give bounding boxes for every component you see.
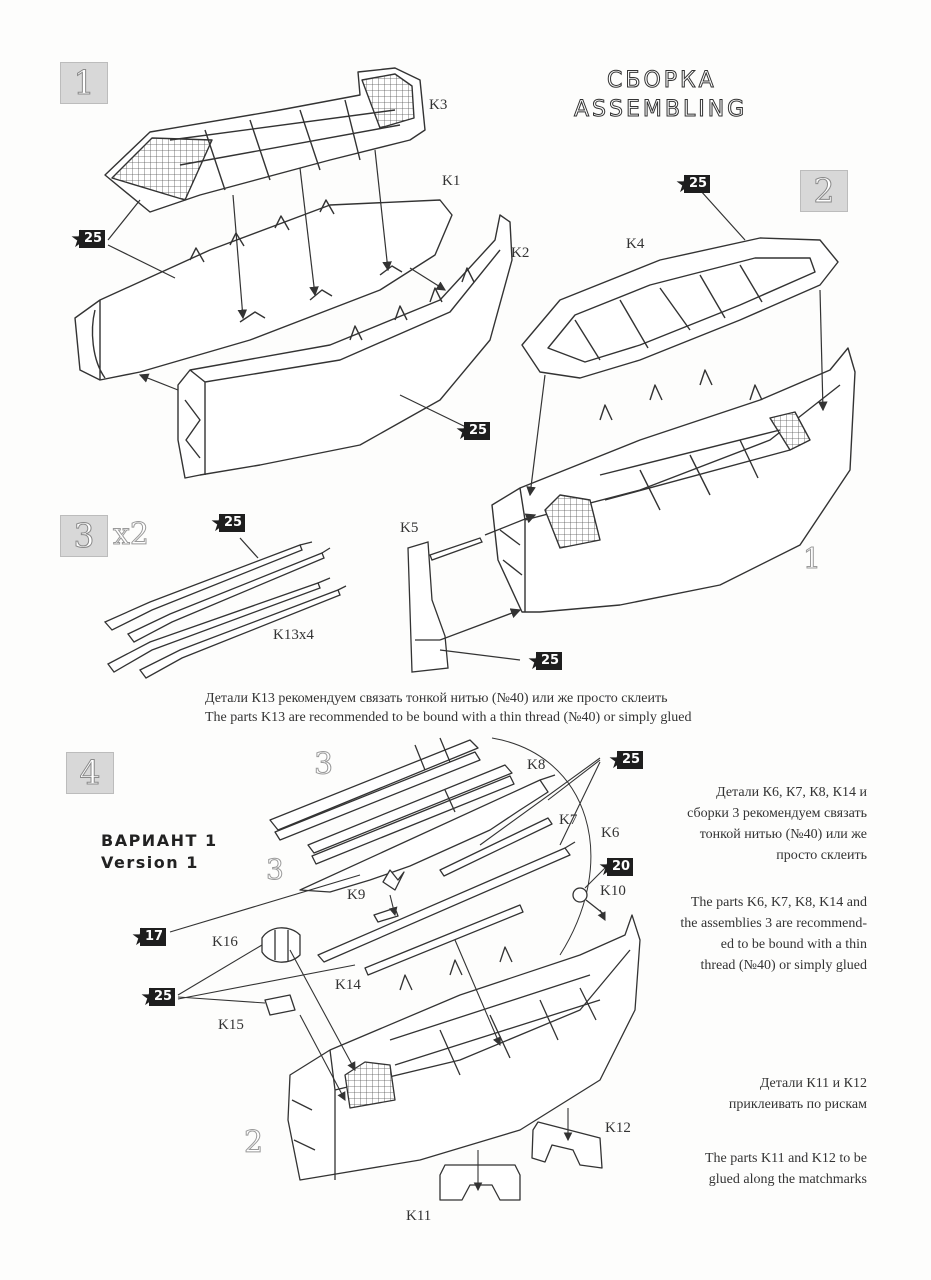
step4-drawing [169,737,641,1201]
paint-code-star: ★25 [455,419,491,443]
part-label-k2: K2 [511,245,530,261]
part-label-k1: K1 [442,173,461,189]
variant-ru: ВАРИАНТ 1 [101,831,218,850]
part-k5-rudder [407,513,537,673]
step-number-3: 3 [60,515,108,557]
assembly-connector-arc [491,737,592,956]
part-label-k15: K15 [218,1017,244,1033]
paint-code-star: ★20 [598,855,634,879]
part-label-k10: K10 [600,883,626,899]
note-k11-ru: Детали К11 и К12 приклеивать по рискам [728,1076,867,1112]
part-label-k7: K7 [559,812,578,828]
variant-en: Version 1 [101,853,199,872]
paint-code-star: ★25 [608,748,644,772]
title-ru: СБОРКА [607,68,717,93]
note-k11-en: The parts K11 and K12 to be glued along … [705,1151,867,1187]
part-label-k5: K5 [400,520,419,536]
part-assembled-hull-2 [491,347,856,613]
paint-code-star: ★25 [527,649,563,673]
step2-drawing [491,189,856,613]
step-number-4: 4 [66,752,114,794]
step-number-1: 1 [60,62,108,104]
step3-oars [103,537,347,679]
part-k2-hull [177,214,513,479]
assembly-ref-2: 2 [243,1125,264,1160]
step-number-2: 2 [800,170,848,212]
part-label-k14: K14 [335,977,361,993]
part-label-k13: K13x4 [273,627,314,643]
assembly-ref-3b: 3 [266,853,285,886]
step1-drawing [74,67,513,479]
paint-code-star: ★25 [675,172,711,196]
part-assembled-hull-4 [287,914,641,1181]
part-label-k11: K11 [406,1208,432,1224]
note-k13-en: The parts K13 are recommended to be boun… [205,710,692,725]
step-3-multiplier: x2 [112,517,150,552]
part-label-k4: K4 [626,236,645,252]
part-label-k9: K9 [347,887,366,903]
part-label-k16: K16 [212,934,238,950]
paint-code-star: ★17 [131,925,167,949]
title-en: ASSEMBLING [573,97,748,122]
part-label-k3: K3 [429,97,448,113]
note-k6-en: The parts K6, K7, K8, K14 and the assemb… [680,895,867,973]
note-k6-ru: Детали К6, К7, К8, К14 и сборки 3 рекоме… [687,785,867,863]
paint-code-star: ★25 [70,227,106,251]
paint-code-star: ★25 [210,511,246,535]
part-label-k6: K6 [601,825,620,841]
paint-code-star: ★25 [140,985,176,1009]
assembly-ref-1: 1 [803,542,822,575]
part-label-k12: K12 [605,1120,631,1136]
part-k4-frame [521,237,839,379]
assembly-ref-3a: 3 [313,747,334,782]
part-label-k8: K8 [527,757,546,773]
note-k13-ru: Детали К13 рекомендуем связать тонкой ни… [205,691,668,706]
